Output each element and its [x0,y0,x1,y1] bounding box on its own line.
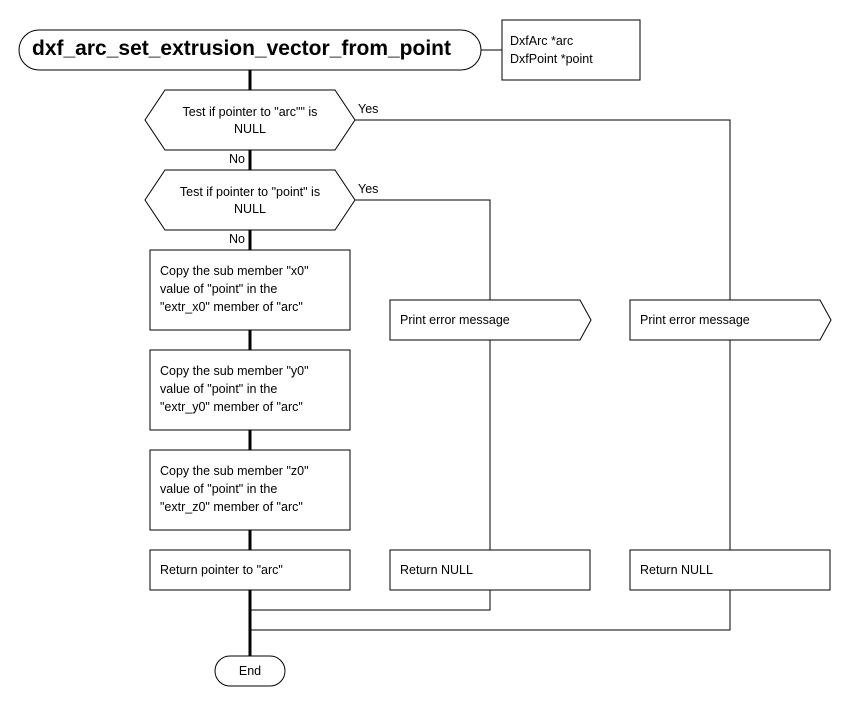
end-label: End [238,664,262,678]
return-arc-null-text: Return NULL [640,563,713,577]
decision-arc-yes-label: Yes [358,102,379,116]
process-y0-line3: "extr_y0" member of "arc" [160,400,303,414]
return-main-box [149,549,351,591]
decision-arc-text-line1: Test if pointer to "arc"" is [182,105,318,119]
process-copy-z0 [149,449,351,531]
process-x0-line1: Copy the sub member "x0" [160,264,309,278]
process-copy-x0 [149,249,351,331]
decision-point-yes-label: Yes [358,182,379,196]
return-point-null-box [389,549,591,591]
process-x0-line3: "extr_x0" member of "arc" [160,300,303,314]
return-main-text: Return pointer to "arc" [160,563,283,577]
return-arc-null-box [629,549,831,591]
end-terminator [214,655,286,687]
process-z0-line3: "extr_z0" member of "arc" [160,500,303,514]
param-arc: DxfArc *arc [510,34,574,48]
parameters-box [501,19,641,81]
error-arc-null-shape [629,299,832,341]
process-z0-line1: Copy the sub member "z0" [160,464,309,478]
decision-arc-text-line2: NULL [234,122,266,136]
error-arc-null-text: Print error message [640,313,750,327]
process-y0-line1: Copy the sub member "y0" [160,364,309,378]
decision-point-no-label: No [229,232,245,246]
error-point-null-shape [389,299,592,341]
error-point-null-text: Print error message [400,313,510,327]
decision-arc-null [144,89,356,151]
yes-branch-arc [250,119,731,631]
process-z0-line2: value of "point" in the [160,482,278,496]
process-y0-line2: value of "point" in the [160,382,278,396]
decision-arc-no-label: No [229,152,245,166]
decision-point-null [144,169,356,231]
process-copy-y0 [149,349,351,431]
decision-point-text-line1: Test if pointer to "point" is [179,185,321,199]
function-title: dxf_arc_set_extrusion_vector_from_point [32,37,451,60]
decision-point-text-line2: NULL [234,202,266,216]
process-x0-line2: value of "point" in the [160,282,278,296]
param-point: DxfPoint *point [510,52,593,66]
return-point-null-text: Return NULL [400,563,473,577]
yes-branch-point [250,199,491,611]
